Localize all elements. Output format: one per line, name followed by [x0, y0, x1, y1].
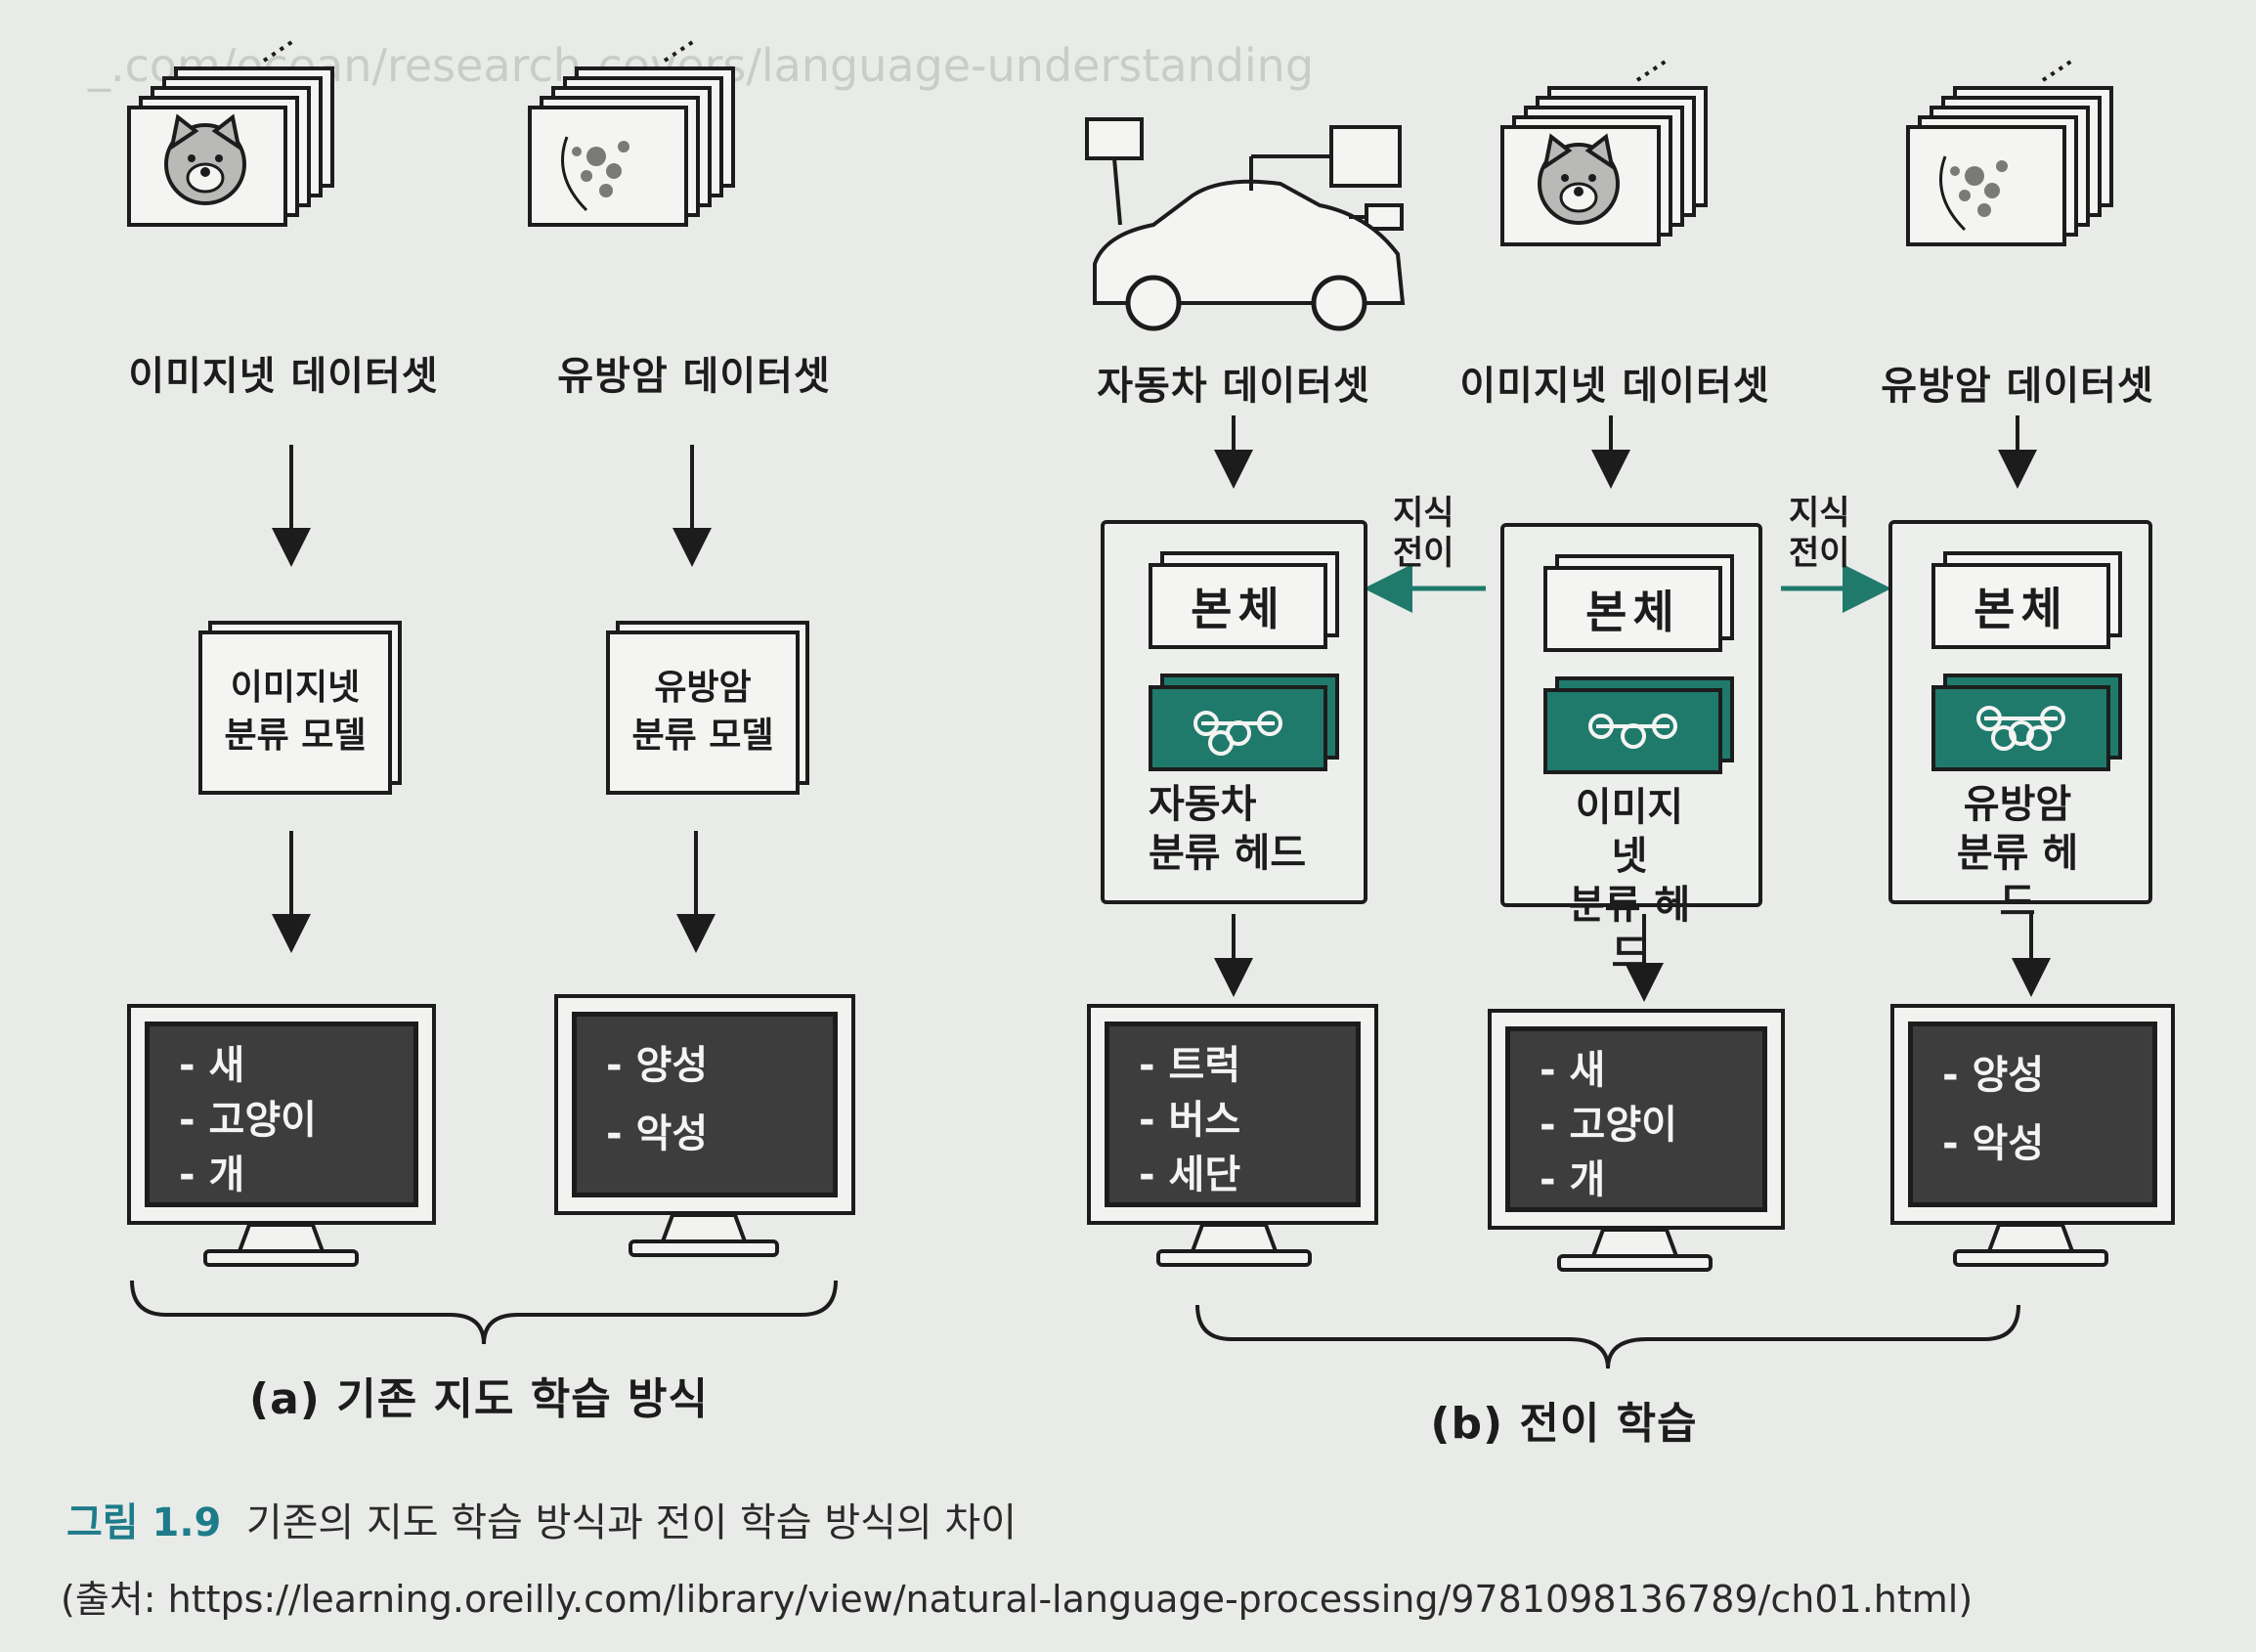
- dataset-label-imagenet-b: 이미지넷 데이터셋: [1459, 364, 1770, 409]
- body-block: 본체: [1149, 563, 1327, 649]
- output-item: - 고양이: [1540, 1103, 1677, 1148]
- body-block: 본체: [1543, 566, 1722, 652]
- head-label: 자동차 분류 헤드: [1149, 780, 1306, 878]
- head-label-line2: 분류 헤드: [1568, 883, 1691, 977]
- model-label-line1: 유방암: [654, 668, 752, 709]
- output-item: - 트럭: [1139, 1043, 1241, 1088]
- imagenet-dataset-stack-icon: [127, 39, 334, 227]
- output-item: - 세단: [1139, 1152, 1241, 1197]
- dataset-label-car-b: 자동차 데이터셋: [1097, 364, 1370, 409]
- output-item: - 새: [1540, 1048, 1606, 1093]
- head-label-line1: 유방암: [1963, 782, 2072, 827]
- breast-transfer-model: 본체 유방암 분류 헤드: [1888, 520, 2152, 925]
- body-block: 본체: [1931, 563, 2110, 649]
- knowledge-transfer-label-right: 지식 전이: [1789, 494, 1850, 574]
- head-label-line2: 분류 헤드: [1956, 831, 2079, 925]
- output-item: - 양성: [1942, 1053, 2045, 1098]
- head-label-line2: 분류 헤드: [1149, 831, 1307, 876]
- imagenet-source-model: 본체 이미지넷 분류 헤드: [1500, 523, 1762, 977]
- model-label-line1: 이미지넷: [230, 668, 361, 709]
- kt-line2: 전이: [1393, 533, 1454, 573]
- neural-net-icon: [1588, 714, 1677, 749]
- output-monitor-imagenet-a: - 새 - 고양이 - 개: [131, 1008, 432, 1221]
- head-label: 이미지넷 분류 헤드: [1565, 783, 1694, 978]
- output-item: - 고양이: [179, 1098, 317, 1143]
- output-item: - 개: [1540, 1157, 1606, 1202]
- knowledge-transfer-label-left: 지식 전이: [1393, 494, 1454, 574]
- section-label-a: (a) 기존 지도 학습 방식: [248, 1374, 710, 1424]
- output-item: - 버스: [1139, 1098, 1241, 1143]
- head-label-line1: 자동차: [1149, 782, 1257, 827]
- model-label-line2: 분류 모델: [224, 716, 367, 756]
- imagenet-classification-model: 이미지넷 분류 모델: [198, 630, 392, 795]
- output-monitor-breast-a: - 양성 - 악성: [558, 998, 851, 1211]
- kt-line1: 지식: [1789, 494, 1850, 533]
- breast-classification-model: 유방암 분류 모델: [606, 630, 800, 795]
- output-item: - 악성: [1942, 1121, 2045, 1166]
- output-monitor-imagenet-b: - 새 - 고양이 - 개: [1492, 1013, 1781, 1226]
- output-item: - 개: [179, 1152, 245, 1197]
- output-monitor-breast-b: - 양성 - 악성: [1894, 1008, 2171, 1221]
- section-label-b: (b) 전이 학습: [1430, 1399, 1698, 1449]
- dataset-label-imagenet-a: 이미지넷 데이터셋: [128, 354, 439, 399]
- output-monitor-car-b: - 트럭 - 버스 - 세단: [1091, 1008, 1374, 1221]
- dataset-label-breast-a: 유방암 데이터셋: [557, 354, 831, 399]
- neural-net-icon: [1193, 711, 1282, 756]
- output-item: - 양성: [606, 1043, 709, 1088]
- classification-head-block: [1543, 688, 1722, 774]
- figure-source: (출처: https://learning.oreilly.com/librar…: [61, 1578, 1974, 1621]
- classification-head-block: [1149, 685, 1327, 771]
- car-dataset-icon: [1085, 117, 1406, 331]
- imagenet-dataset-stack-icon: [1500, 59, 1708, 246]
- neural-net-icon: [1976, 706, 2065, 751]
- head-label: 유방암 분류 헤드: [1952, 780, 2083, 927]
- car-transfer-model: 본체 자동차 분류 헤드: [1101, 520, 1367, 904]
- classification-head-block: [1931, 685, 2110, 771]
- output-item: - 새: [179, 1043, 245, 1088]
- dataset-label-breast-b: 유방암 데이터셋: [1881, 364, 2154, 409]
- model-label-line2: 분류 모델: [631, 716, 774, 756]
- figure-number: 그림 1.9: [66, 1500, 222, 1545]
- breast-dataset-stack-icon: [528, 39, 735, 227]
- output-item: - 악성: [606, 1111, 709, 1156]
- breast-dataset-stack-icon: [1906, 59, 2113, 246]
- figure-caption-text: 기존의 지도 학습 방식과 전이 학습 방식의 차이: [245, 1500, 1018, 1545]
- figure-caption: 그림 1.9 기존의 지도 학습 방식과 전이 학습 방식의 차이: [66, 1491, 1017, 1547]
- head-label-line1: 이미지넷: [1575, 785, 1684, 879]
- kt-line2: 전이: [1789, 533, 1850, 573]
- kt-line1: 지식: [1393, 494, 1454, 533]
